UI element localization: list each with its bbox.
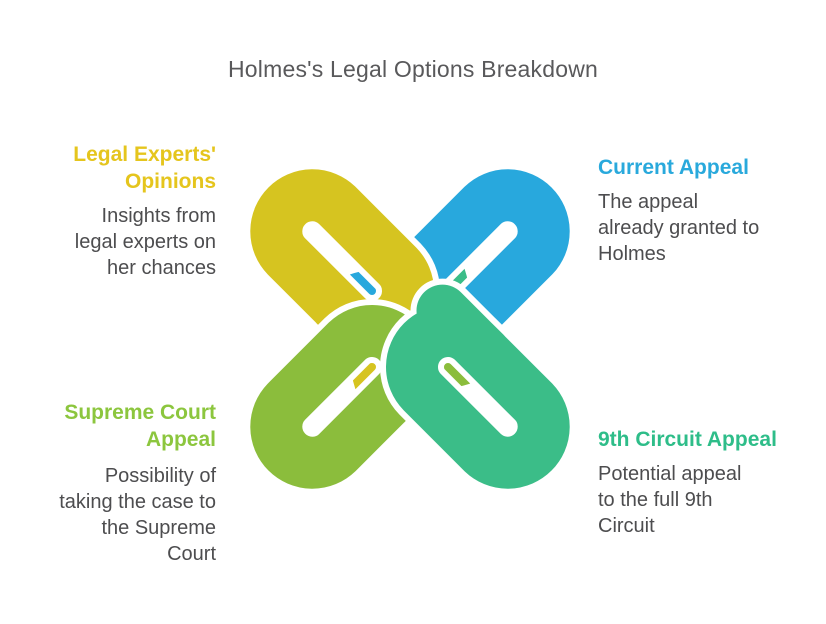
heading-line: Appeal — [145, 428, 216, 451]
heading-line: Current Appeal — [598, 156, 749, 179]
body-line: to the full 9th — [598, 489, 713, 511]
body-line: her chances — [107, 257, 216, 279]
knot-svg — [248, 166, 578, 496]
body-line: Possibility of — [104, 465, 216, 487]
block-supreme-court-appeal-body: Possibility of taking the case to the Su… — [1, 463, 216, 567]
heading-line: Legal Experts' — [73, 143, 216, 166]
block-supreme-court-appeal-heading: Supreme Court Appeal — [1, 399, 216, 453]
block-current-appeal-body: The appeal already granted to Holmes — [598, 189, 798, 267]
heading-line: 9th Circuit Appeal — [598, 428, 777, 451]
block-supreme-court-appeal: Supreme Court Appeal Possibility of taki… — [1, 399, 216, 567]
body-line: Holmes — [598, 243, 666, 265]
heading-line: Opinions — [125, 170, 216, 193]
knot-graphic — [248, 166, 578, 496]
block-current-appeal-heading: Current Appeal — [598, 154, 798, 181]
loop-teal-weave-patch — [412, 311, 544, 463]
block-legal-experts-opinions-heading: Legal Experts' Opinions — [11, 141, 216, 195]
heading-line: Supreme Court — [64, 401, 216, 424]
block-legal-experts-opinions-body: Insights from legal experts on her chanc… — [11, 203, 216, 281]
block-9th-circuit-appeal-body: Potential appeal to the full 9th Circuit — [598, 461, 793, 539]
body-line: Insights from — [101, 205, 216, 227]
page-title: Holmes's Legal Options Breakdown — [227, 56, 599, 82]
body-line: Circuit — [598, 515, 655, 537]
body-line: already granted to — [598, 217, 760, 239]
block-legal-experts-opinions: Legal Experts' Opinions Insights from le… — [11, 141, 216, 281]
block-9th-circuit-appeal-heading: 9th Circuit Appeal — [598, 426, 793, 453]
body-line: The appeal — [598, 191, 699, 213]
block-current-appeal: Current Appeal The appeal already grante… — [598, 154, 798, 267]
block-9th-circuit-appeal: 9th Circuit Appeal Potential appeal to t… — [598, 426, 793, 539]
body-line: legal experts on — [74, 231, 216, 253]
body-line: taking the case to — [59, 491, 216, 513]
body-line: Court — [167, 543, 216, 565]
body-line: the Supreme — [101, 517, 216, 539]
body-line: Potential appeal — [598, 463, 742, 485]
